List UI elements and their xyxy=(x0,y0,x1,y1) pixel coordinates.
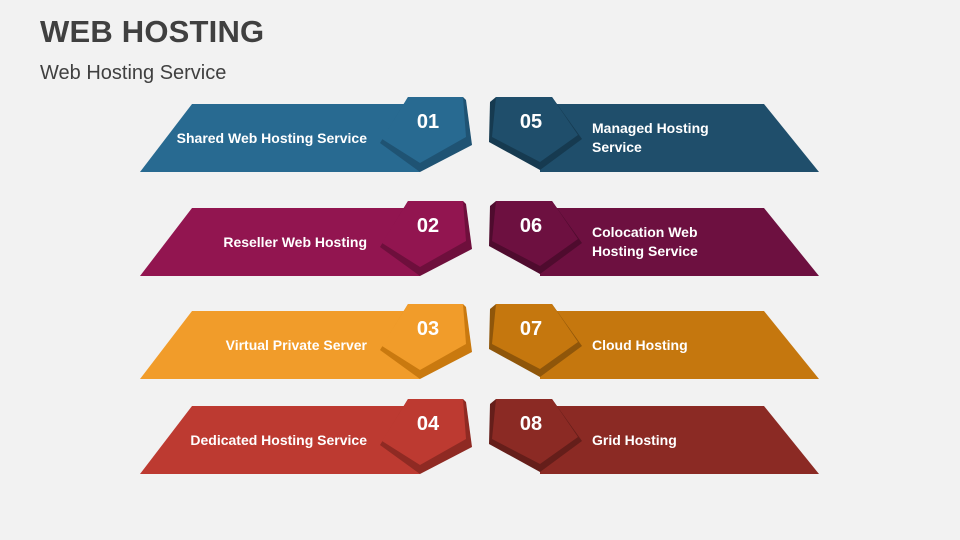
badge-bevel xyxy=(380,399,472,474)
item-label: Cloud Hosting xyxy=(592,336,688,353)
item-number-badge: 03 xyxy=(416,318,440,340)
item-label: Grid Hosting xyxy=(592,431,677,448)
item-number-badge: 01 xyxy=(416,111,440,133)
page-subtitle: Web Hosting Service xyxy=(40,62,227,84)
item-number-badge: 08 xyxy=(519,413,543,435)
item-number-badge: 06 xyxy=(519,215,543,237)
item-label: Managed Hosting Service xyxy=(592,120,709,155)
badge-bevel xyxy=(380,201,472,276)
item-label: Dedicated Hosting Service xyxy=(190,431,367,448)
item-number-badge: 07 xyxy=(519,318,543,340)
item-label: Shared Web Hosting Service xyxy=(176,129,367,146)
badge-bevel xyxy=(380,97,472,172)
item-label: Virtual Private Server xyxy=(225,336,367,353)
item-number-badge: 05 xyxy=(519,111,543,133)
item-number-badge: 04 xyxy=(416,413,440,435)
badge-bevel xyxy=(380,304,472,379)
item-label: Reseller Web Hosting xyxy=(223,233,367,250)
page-title: WEB HOSTING xyxy=(40,14,265,49)
item-number-badge: 02 xyxy=(416,215,440,237)
